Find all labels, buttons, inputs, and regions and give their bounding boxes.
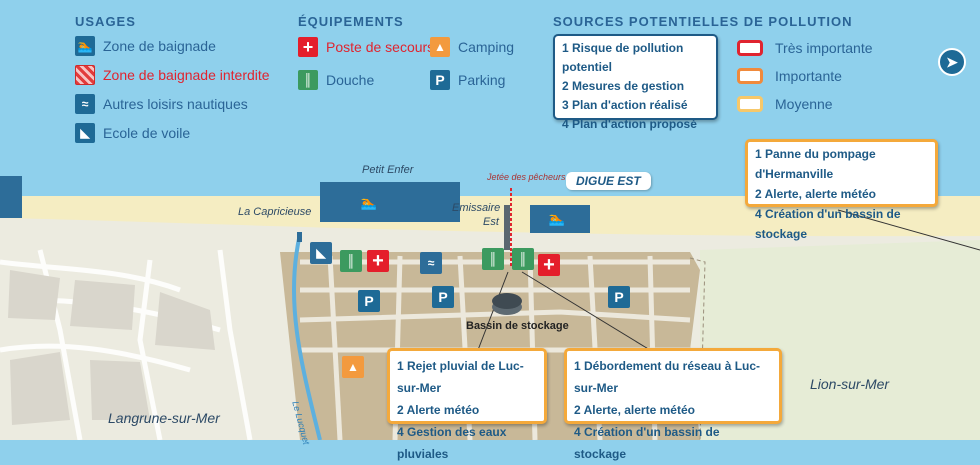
town-lion: Lion-sur-Mer — [810, 376, 890, 392]
legend-item-nautical: ≈ Autres loisirs nautiques — [75, 94, 248, 114]
jet-ski-icon: ≈ — [75, 94, 95, 114]
shower-icon: ║ — [340, 250, 362, 272]
severity-swatch — [737, 96, 763, 112]
rejet-pointer — [477, 271, 509, 351]
severity-swatch — [737, 40, 763, 56]
parking-icon: P — [432, 286, 454, 308]
sailboat-icon: ◣ — [75, 123, 95, 143]
first-aid-icon: + — [298, 37, 318, 57]
sailboat-icon: ◣ — [310, 242, 332, 264]
callout-line: 1 Débordement du réseau à Luc-sur-Mer — [574, 359, 761, 395]
callout-debordement: 1 Débordement du réseau à Luc-sur-Mer 2 … — [564, 348, 782, 461]
legend-label: Poste de secours — [326, 39, 435, 55]
tent-icon: ▲ — [342, 356, 364, 378]
zone-left — [0, 176, 22, 218]
label-est: Est — [483, 216, 499, 228]
label-petit-enfer: Petit Enfer — [362, 164, 414, 176]
compass-north-icon: ➤ — [938, 48, 966, 76]
legend-item-camping: ▲ Camping — [430, 37, 514, 57]
shower-icon: ║ — [482, 248, 504, 270]
legend-label: Ecole de voile — [103, 125, 191, 141]
legend-label: Zone de baignade interdite — [103, 67, 270, 83]
parking-icon: P — [430, 70, 450, 90]
severity-high: Importante — [737, 68, 842, 84]
legend-item-first-aid: + Poste de secours — [298, 37, 434, 57]
legend-item-forbidden: Zone de baignade interdite — [75, 65, 270, 85]
swimmer-icon: 🏊 — [546, 208, 568, 230]
legend-sources-title: SOURCES POTENTIELLES DE POLLUTION — [553, 14, 853, 29]
swimmer-icon: 🏊 — [358, 192, 380, 214]
step-4: 4 Plan d'action proposé — [562, 117, 697, 131]
callout-line: 2 Alerte, alerte météo — [755, 187, 876, 201]
label-emissaire: Emissaire — [452, 202, 501, 214]
shower-icon: ║ — [512, 248, 534, 270]
callout-line: 4 Création d'un bassin de stockage — [755, 207, 901, 241]
first-aid-icon: + — [538, 254, 560, 276]
callout-line: 1 Panne du pompage d'Hermanville — [755, 147, 876, 181]
legend-item-sail: ◣ Ecole de voile — [75, 123, 190, 143]
label-bassin: Bassin de stockage — [466, 320, 569, 332]
label-digue-est: DIGUE EST — [566, 172, 651, 190]
callout-line: 4 Gestion des eaux pluviales — [397, 425, 507, 461]
severity-medium: Moyenne — [737, 96, 833, 112]
step-3: 3 Plan d'action réalisé — [562, 98, 688, 112]
shower-icon: ║ — [298, 70, 318, 90]
severity-very-high: Très importante — [737, 40, 873, 56]
forbidden-zone-icon — [75, 65, 95, 85]
legend-item-shower: ║ Douche — [298, 70, 374, 90]
town-langrune: Langrune-sur-Mer — [108, 410, 220, 426]
legend-label: Douche — [326, 72, 375, 88]
capricieuse-marker — [297, 232, 302, 242]
river-lucquet — [291, 233, 322, 440]
legend-usages-title: USAGES — [75, 14, 136, 29]
emissaire-pipe — [504, 205, 510, 250]
blocks-left — [8, 270, 215, 425]
tent-icon: ▲ — [430, 37, 450, 57]
severity-label: Importante — [775, 68, 842, 84]
legend-item-swim: 🏊 Zone de baignade — [75, 36, 216, 56]
callout-line: 1 Rejet pluvial de Luc-sur-Mer — [397, 359, 524, 395]
callout-line: 2 Alerte, alerte météo — [574, 403, 695, 417]
parking-icon: P — [608, 286, 630, 308]
severity-label: Très importante — [775, 40, 873, 56]
legend-label: Parking — [458, 72, 506, 88]
parking-icon: P — [358, 290, 380, 312]
callout-hermanville: 1 Panne du pompage d'Hermanville 2 Alert… — [745, 139, 938, 241]
label-la-capricieuse: La Capricieuse — [238, 206, 312, 218]
severity-swatch — [737, 68, 763, 84]
callout-line: 4 Création d'un bassin de stockage — [574, 425, 720, 461]
hermanville-pointer — [837, 209, 980, 251]
legend-item-parking: P Parking — [430, 70, 505, 90]
swimmer-icon: 🏊 — [75, 36, 95, 56]
legend-equipements-title: ÉQUIPEMENTS — [298, 14, 404, 29]
label-jetee: Jetée des pêcheurs — [487, 172, 566, 182]
legend-label: Zone de baignade — [103, 38, 216, 54]
jet-ski-icon: ≈ — [420, 252, 442, 274]
callout-rejet-pluvial: 1 Rejet pluvial de Luc-sur-Mer 2 Alerte … — [387, 348, 547, 461]
callout-line: 2 Alerte météo — [397, 403, 480, 417]
legend-label: Camping — [458, 39, 515, 55]
legend-label: Autres loisirs nautiques — [103, 96, 248, 112]
step-1: 1 Risque de pollution potentiel — [562, 41, 684, 74]
swim-zone-main — [320, 182, 460, 222]
step-2: 2 Mesures de gestion — [562, 79, 685, 93]
severity-label: Moyenne — [775, 96, 833, 112]
steps-box: 1 Risque de pollution potentiel 2 Mesure… — [553, 34, 718, 131]
first-aid-icon: + — [367, 250, 389, 272]
debordement-pointer — [521, 271, 651, 351]
